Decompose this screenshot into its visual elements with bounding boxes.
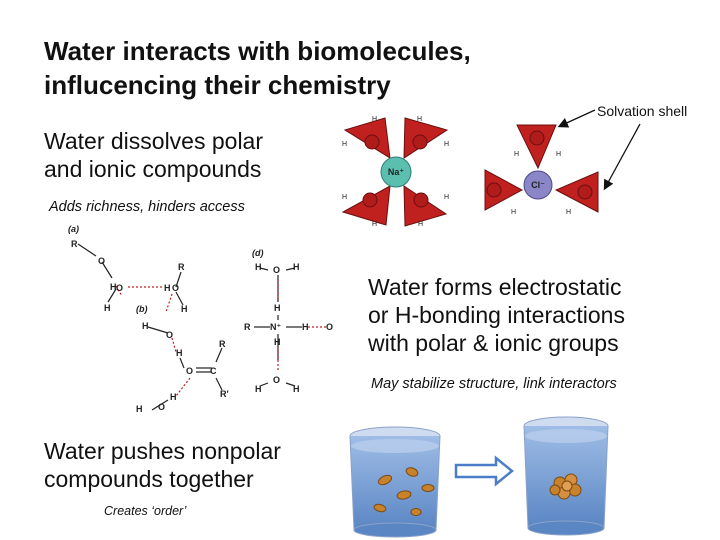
title-line-2: influcencing their chemistry: [44, 70, 391, 100]
beaker-dispersed: [349, 426, 441, 538]
d-h2: H: [293, 262, 300, 272]
a-h3: H: [164, 283, 171, 293]
beaker-clustered: [523, 416, 609, 536]
dissolves-heading: Water dissolves polar and ionic compound…: [44, 127, 263, 183]
dissolves-note: Adds richness, hinders access: [49, 199, 245, 215]
na-h-3: H: [342, 141, 347, 148]
b-o3: O: [158, 402, 165, 412]
nonpolar-cluster: [549, 473, 582, 500]
forms-heading: Water forms electrostatic or H-bonding i…: [368, 273, 625, 357]
cl-h-3: H: [511, 209, 516, 216]
dissolves-line-2: and ionic compounds: [44, 156, 262, 182]
b-h4: H: [136, 404, 143, 414]
pushes-line-1: Water pushes nonpolar: [44, 438, 281, 464]
d-h5: H: [274, 337, 281, 347]
sodium-hydration-diagram: Na⁺ H H H H H H H H: [341, 116, 449, 228]
nonpolar-blob: [377, 474, 393, 486]
water-molecule-top-left: [343, 117, 391, 159]
d-h6: H: [255, 384, 262, 394]
a-o1: O: [98, 256, 105, 266]
d-r: R: [244, 322, 251, 332]
a-h2: H: [104, 303, 111, 313]
nonpolar-blob: [396, 490, 412, 500]
nonpolar-blob: [373, 503, 387, 513]
cl-h-1: H: [514, 151, 519, 158]
cl-h-2: H: [556, 151, 561, 158]
chloride-hydration-diagram: Cl⁻ H H H H: [484, 124, 599, 216]
nonpolar-blob: [421, 484, 435, 492]
b-h3: H: [170, 392, 177, 402]
pushes-heading: Water pushes nonpolar compounds together: [44, 437, 281, 493]
dissolves-line-1: Water dissolves polar: [44, 128, 264, 154]
nonpolar-blob: [405, 467, 419, 477]
panel-a-label: (a): [68, 224, 79, 234]
water-molecule-right: [554, 171, 599, 213]
forms-line-3: with polar & ionic groups: [368, 330, 619, 356]
hbond-atom-labels: R O H O H H O R H H O H O C R R′ H O H H…: [71, 239, 333, 414]
b-o2: O: [186, 366, 193, 376]
d-h3: H: [274, 303, 281, 313]
forms-line-2: or H-bonding interactions: [368, 302, 625, 328]
b-h2: H: [176, 348, 183, 358]
na-h-6: H: [444, 194, 449, 201]
chloride-ion-label: Cl⁻: [531, 180, 545, 190]
title-line-1: Water interacts with biomolecules,: [44, 36, 471, 66]
b-r: R: [219, 339, 226, 349]
nonpolar-blob: [410, 508, 422, 516]
a-o2: O: [116, 283, 123, 293]
water-molecule-top: [516, 124, 557, 170]
forms-line-1: Water forms electrostatic: [368, 274, 622, 300]
d-o3: O: [273, 375, 280, 385]
panel-d-label: (d): [252, 248, 264, 258]
panel-b-label: (b): [136, 304, 148, 314]
a-r2: R: [178, 262, 185, 272]
water-molecule-bottom-left: [341, 185, 391, 226]
b-h1: H: [142, 321, 149, 331]
b-o1: O: [166, 330, 173, 340]
na-h-5: H: [342, 194, 347, 201]
b-c: C: [210, 366, 217, 376]
a-h4: H: [181, 304, 188, 314]
d-h7: H: [293, 384, 300, 394]
water-molecule-left: [484, 169, 524, 211]
solvation-pointer-2: [603, 123, 641, 191]
d-h4: H: [302, 322, 309, 332]
solvation-pointer-1: [557, 109, 596, 128]
a-h1: H: [110, 282, 117, 292]
na-h-2: H: [417, 116, 422, 123]
forms-note: May stabilize structure, link interactor…: [371, 376, 617, 392]
transition-arrow: [454, 455, 514, 487]
slide-title: Water interacts with biomolecules, influ…: [44, 34, 471, 102]
na-h-8: H: [418, 221, 423, 228]
sodium-ion: [380, 156, 412, 188]
pushes-note: Creates ‘order’: [104, 504, 187, 518]
d-o1: O: [273, 265, 280, 275]
cl-h-4: H: [566, 209, 571, 216]
d-h1: H: [255, 262, 262, 272]
a-r: R: [71, 239, 78, 249]
b-rprime: R′: [220, 389, 229, 399]
solvation-shell-label: Solvation shell: [597, 103, 688, 119]
hbond-structures-diagram: (a) (b) (d): [68, 224, 326, 411]
d-o2: O: [326, 322, 333, 332]
pushes-line-2: compounds together: [44, 466, 254, 492]
a-o3: O: [172, 283, 179, 293]
na-h-1: H: [372, 116, 377, 123]
na-h-7: H: [372, 221, 377, 228]
chloride-ion: [523, 170, 553, 200]
sodium-ion-label: Na⁺: [388, 167, 405, 177]
d-n: N⁺: [270, 322, 281, 332]
water-molecule-bottom-right: [403, 185, 448, 227]
na-h-4: H: [444, 141, 449, 148]
water-molecule-top-right: [403, 117, 449, 159]
